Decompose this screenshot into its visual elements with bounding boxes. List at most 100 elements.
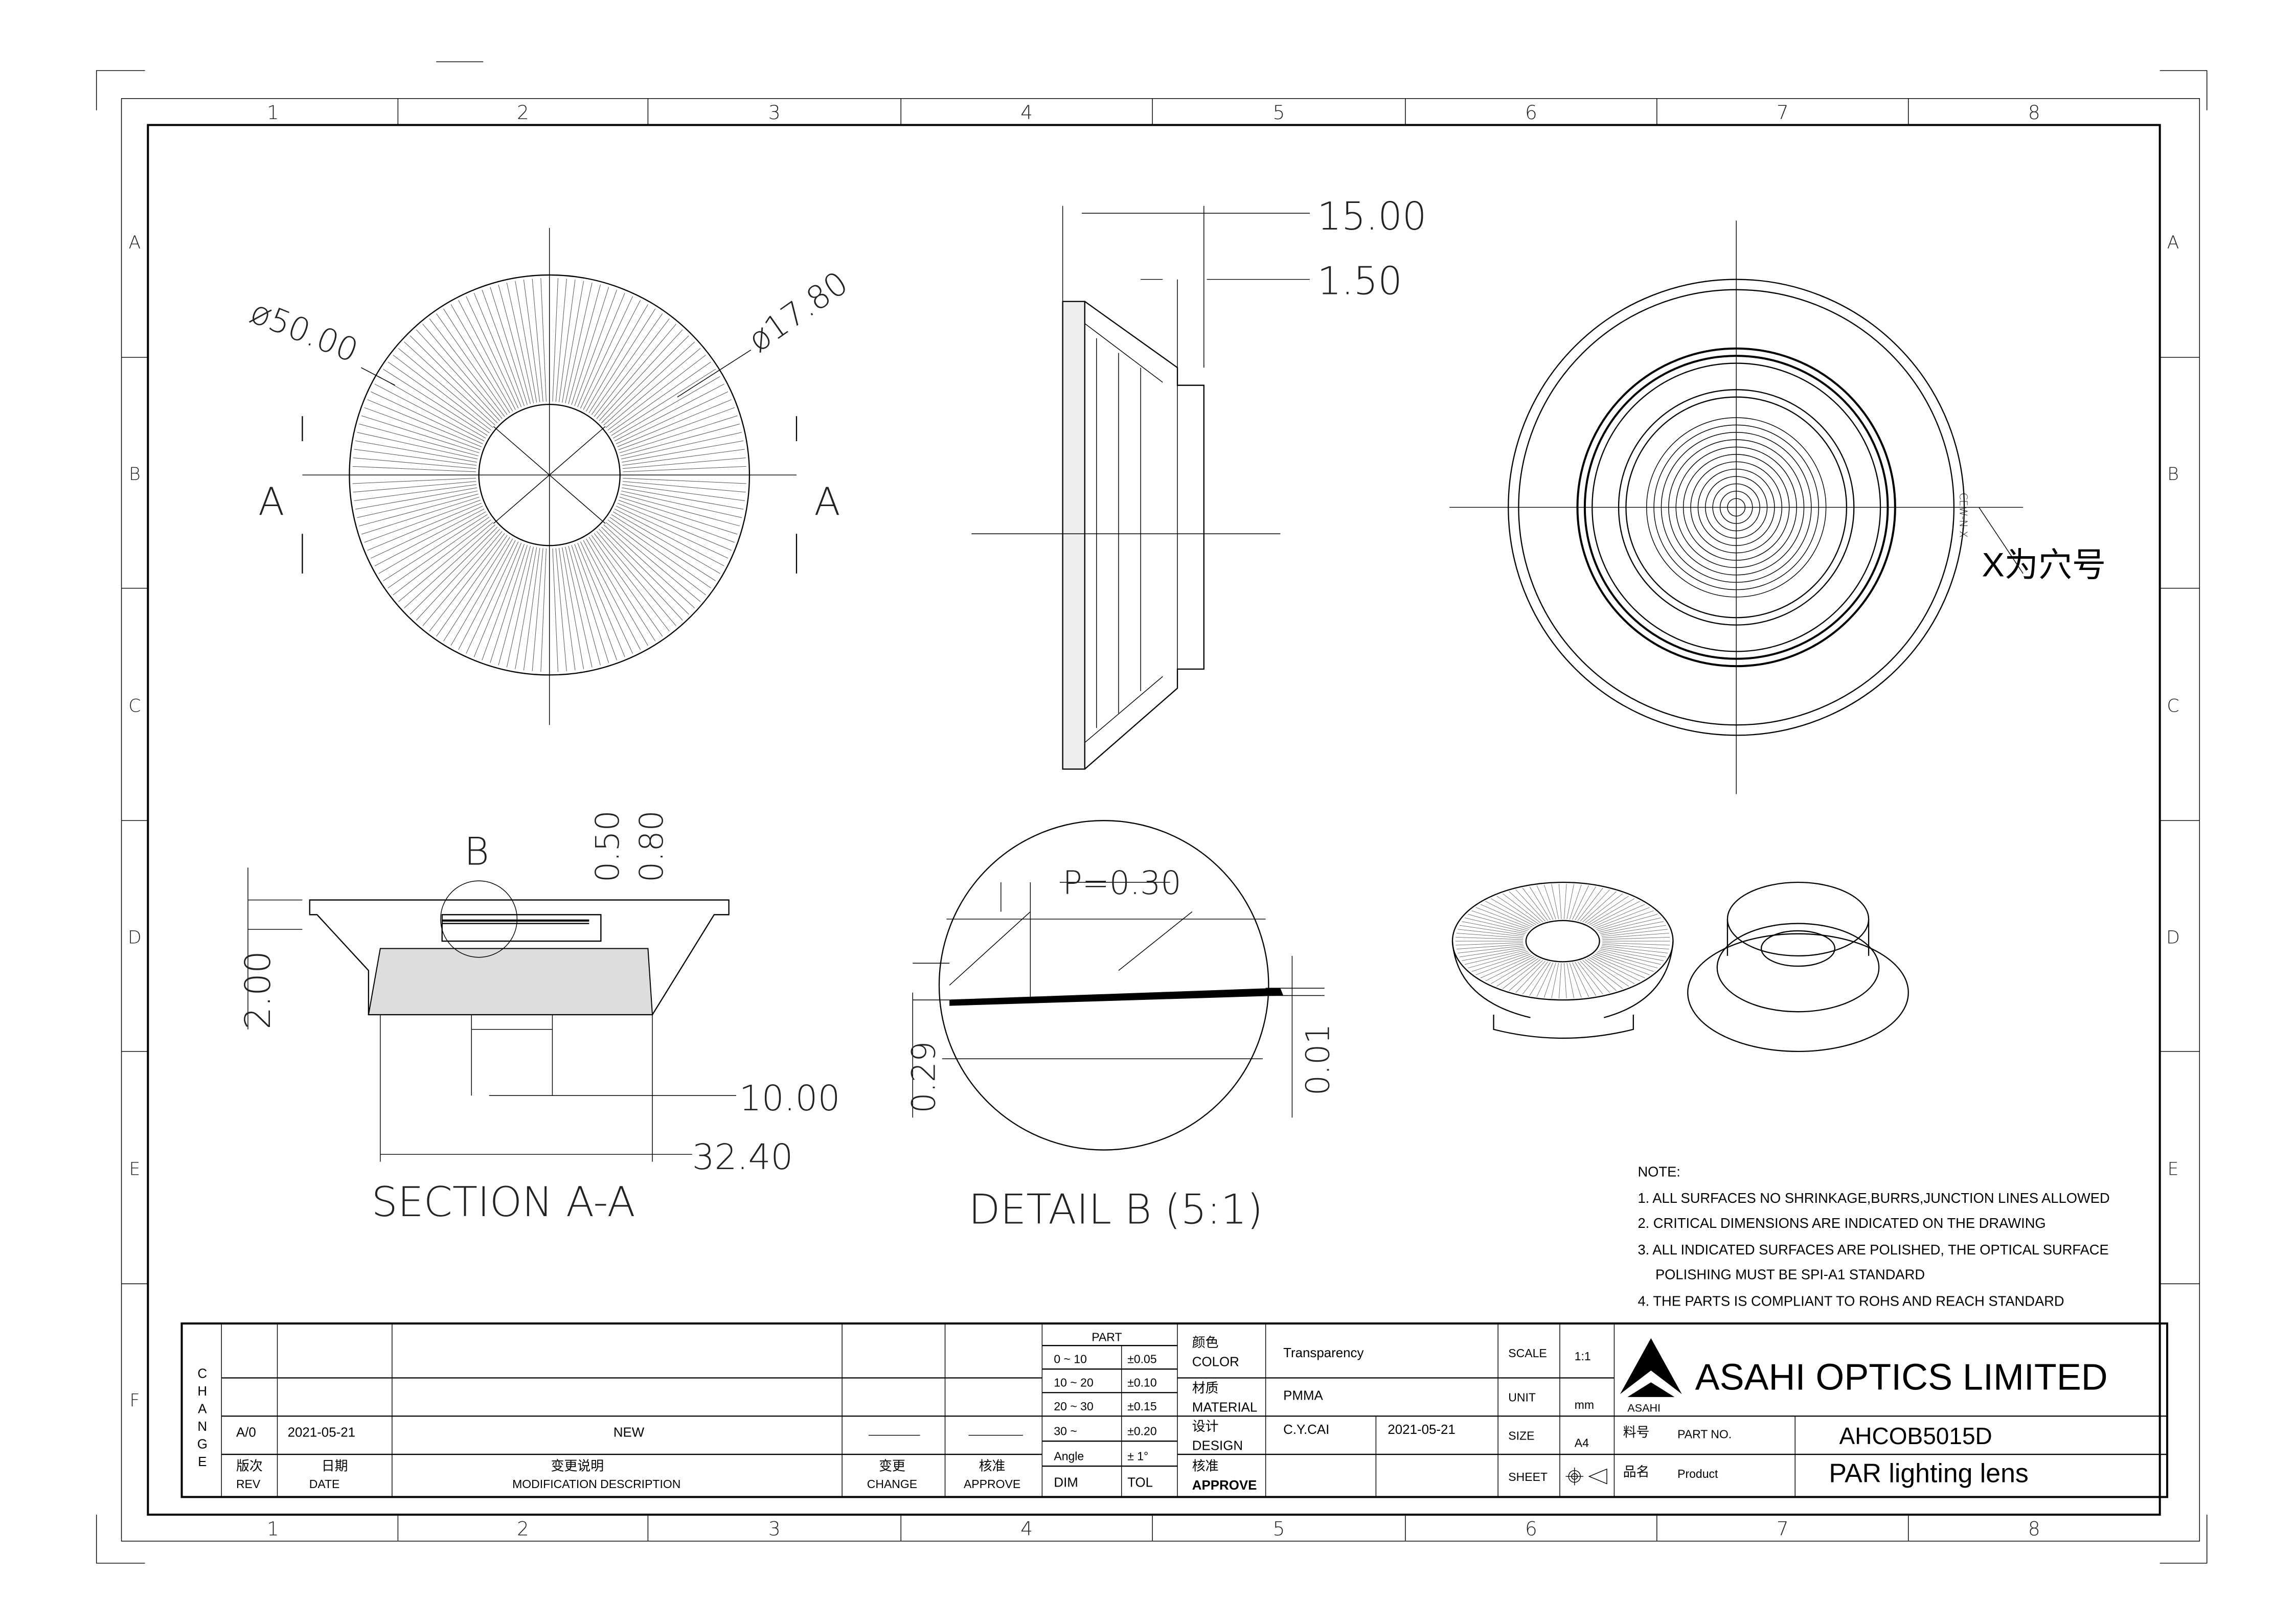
- lens-facet-line: [562, 547, 584, 669]
- lens-facet-line: [1468, 951, 1528, 969]
- lens-facet-line: [357, 432, 478, 460]
- lens-facet-line: [371, 506, 483, 559]
- lens-facet-line: [364, 407, 481, 450]
- lens-facet-line: [1551, 884, 1559, 920]
- lens-facet-line: [1536, 962, 1554, 997]
- lens-facet-line: [1593, 955, 1645, 978]
- approve-header-cn: 核准: [979, 1459, 1006, 1474]
- product-label-cn: 品名: [1623, 1465, 1650, 1479]
- lens-facet-line: [404, 341, 495, 426]
- optic-ring: [1690, 461, 1783, 554]
- lens-facet-line: [1598, 914, 1658, 931]
- dim-0-80: 0.80: [632, 810, 670, 882]
- tolerance-value: ±0.10: [1127, 1376, 1156, 1389]
- note-3: 3. ALL INDICATED SURFACES ARE POLISHED, …: [1638, 1242, 2108, 1258]
- tolerance-dim: Angle: [1054, 1450, 1084, 1463]
- lens-facet-line: [1584, 959, 1623, 989]
- lens-facet-line: [612, 511, 720, 574]
- design-label: DESIGN: [1192, 1438, 1243, 1453]
- zone-row-label: A: [2167, 233, 2179, 253]
- change-header-cn: 变更: [879, 1459, 905, 1474]
- lens-facet-line: [359, 423, 479, 456]
- lens-facet-line: [621, 490, 742, 518]
- lens-facet-line: [1600, 921, 1664, 934]
- lens-facet-line: [605, 348, 701, 428]
- zone-row-label: D: [128, 927, 142, 948]
- optic-ring: [1697, 468, 1775, 546]
- lens-facet-line: [1543, 963, 1556, 998]
- lens-facet-line: [611, 514, 716, 581]
- lens-facet-line: [621, 432, 742, 460]
- dim-step: 1.50: [1317, 259, 1402, 303]
- lens-facet-line: [383, 369, 488, 436]
- corner-marks: [96, 61, 2208, 1564]
- color-value: Transparency: [1283, 1346, 1363, 1360]
- zone-column-label: 7: [1777, 101, 1789, 124]
- lens-facet-line: [1456, 944, 1524, 950]
- zone-column-label: 4: [1020, 1517, 1033, 1540]
- lens-facet-line: [586, 538, 648, 646]
- lens-facet-line: [1595, 907, 1650, 929]
- change-letter: A: [198, 1402, 207, 1417]
- lens-facet-line: [374, 509, 485, 566]
- dim-0-01: 0.01: [1299, 1023, 1336, 1095]
- lens-facet-line: [1496, 958, 1539, 987]
- tolerance-value: ±0.05: [1127, 1353, 1156, 1366]
- zone-row-label: E: [129, 1159, 141, 1179]
- lens-facet-line: [596, 531, 676, 626]
- lens-facet-line: [1503, 959, 1541, 989]
- lens-facet-line: [1572, 885, 1589, 920]
- lens-facet-line: [603, 524, 695, 608]
- lens-facet-line: [1551, 963, 1559, 998]
- section-a-a: B 0.50 0.80 2.00 10.00 32.40 SECTION A-A: [238, 810, 840, 1226]
- lens-facet-line: [1515, 961, 1545, 993]
- lens-facet-line: [622, 484, 745, 501]
- optic-ring: [1683, 454, 1790, 561]
- lens-facet-line: [450, 538, 513, 646]
- lens-facet-line: [353, 458, 476, 469]
- lens-facet-line: [1602, 942, 1670, 946]
- size-label: SIZE: [1508, 1429, 1534, 1442]
- lens-facet-line: [1575, 886, 1596, 921]
- change-letter: N: [197, 1420, 207, 1434]
- material-value: PMMA: [1283, 1389, 1323, 1403]
- lens-facet-line: [361, 415, 480, 453]
- date-header: DATE: [309, 1477, 340, 1491]
- lens-facet-line: [1509, 891, 1543, 923]
- zone-column-label: 5: [1273, 101, 1285, 124]
- lens-facet-line: [1459, 925, 1525, 935]
- cavity-note: X为穴号: [1982, 546, 2106, 584]
- lens-facet-line: [591, 313, 663, 415]
- lens-facet-line: [607, 519, 706, 596]
- lens-facet-line: [1602, 933, 1669, 939]
- detail-title: DETAIL B (5:1): [969, 1185, 1263, 1233]
- optic-ring: [1646, 417, 1827, 598]
- lens-facet-line: [443, 308, 510, 414]
- change-letter: E: [198, 1455, 207, 1469]
- lens-facet-line: [1456, 933, 1524, 939]
- lens-facet-line: [1587, 896, 1629, 924]
- optic-ring: [1727, 498, 1746, 517]
- lens-facet-line: [1509, 960, 1543, 991]
- lens-facet-line: [383, 514, 488, 581]
- lens-facet-line: [540, 548, 547, 672]
- lens-facet-line: [410, 335, 498, 423]
- lens-facet-line: [574, 289, 617, 406]
- product-value: PAR lighting lens: [1829, 1458, 2028, 1488]
- zone-row-label: C: [2167, 696, 2179, 716]
- lens-facet-line: [352, 466, 476, 472]
- lens-facet-line: [352, 477, 476, 484]
- lens-facet-line: [450, 304, 513, 412]
- lens-facet-line: [583, 540, 641, 650]
- lens-facet-line: [1485, 956, 1535, 981]
- zone-column-label: 8: [2028, 101, 2040, 124]
- lens-facet-line: [1458, 945, 1524, 953]
- lens-facet-line: [1490, 898, 1536, 925]
- lens-facet-line: [619, 496, 738, 535]
- lens-facet-line: [498, 545, 531, 666]
- lens-facet-line: [443, 537, 510, 642]
- lens-facet-line: [1580, 961, 1610, 993]
- lens-facet-line: [429, 318, 505, 417]
- note-1: 1. ALL SURFACES NO SHRINKAGE,BURRS,JUNCT…: [1638, 1190, 2109, 1206]
